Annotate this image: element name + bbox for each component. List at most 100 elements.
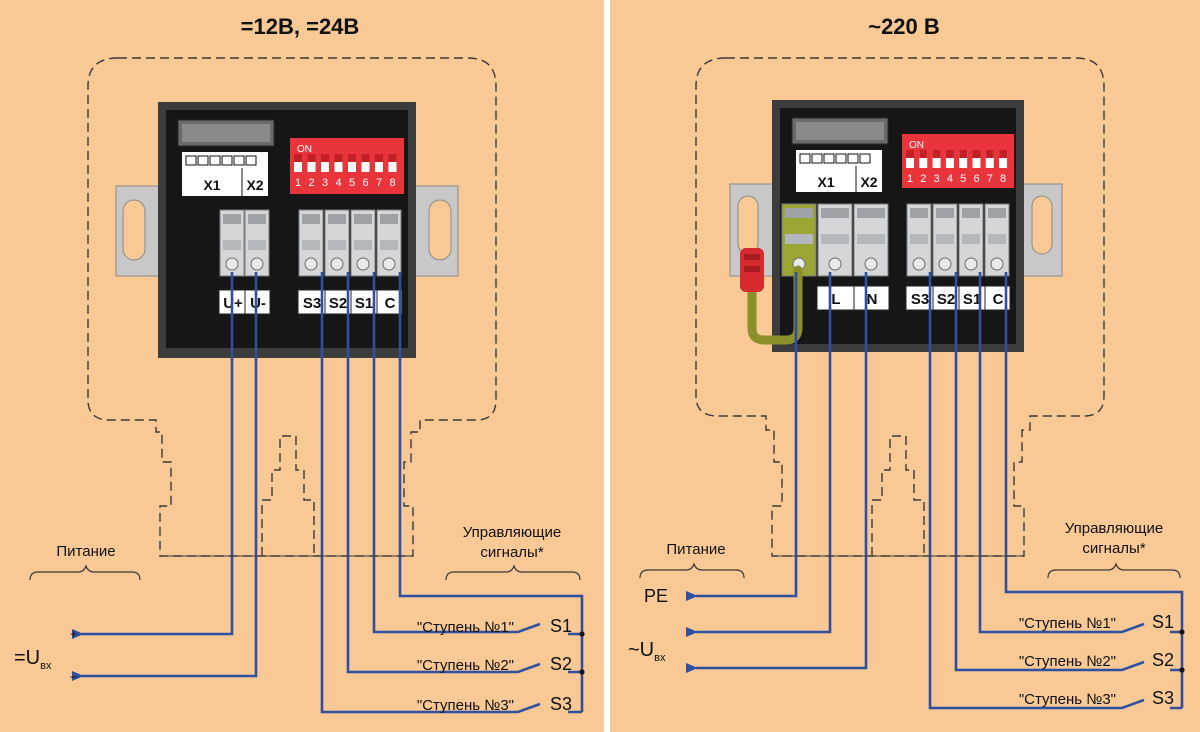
left-terminal <box>324 209 350 277</box>
left-wire-s1 <box>372 272 541 634</box>
right-step-label: "Ступень №1" <box>1019 615 1116 632</box>
left-step-switch-name: S1 <box>550 616 572 636</box>
right-dip-slot[interactable] <box>932 150 941 168</box>
right-terminal-label: S3 <box>911 291 929 308</box>
left-step-label: "Ступень №1" <box>417 619 514 636</box>
left-power-brace <box>29 564 141 581</box>
left-dip-number: 4 <box>335 177 341 189</box>
left-wire-s2 <box>346 272 541 674</box>
right-step-switch-name: S3 <box>1152 688 1174 708</box>
left-step-label: "Ступень №3" <box>417 697 514 714</box>
left-dip-on-label: ON <box>297 144 312 155</box>
right-wire-s1 <box>978 272 1145 634</box>
right-connector-x1x2: X1 X2 <box>791 117 889 192</box>
left-dip-slot[interactable] <box>334 154 343 172</box>
left-wire-common <box>398 272 584 712</box>
left-connector-label-x2: X2 <box>246 177 263 193</box>
left-signals-brace <box>445 564 581 581</box>
right-dip-number: 5 <box>960 173 966 185</box>
left-dip-slot[interactable] <box>361 154 370 172</box>
left-input-voltage-label: =Uвх <box>14 647 52 672</box>
right-junction-dot-2 <box>1179 667 1185 673</box>
left-terminal-label: C <box>385 295 396 312</box>
right-wire-s3 <box>928 272 1145 710</box>
right-wires <box>686 272 1184 710</box>
right-wire-pe <box>686 272 798 601</box>
left-step-switch-name: S3 <box>550 694 572 714</box>
right-signals-brace <box>1047 562 1181 579</box>
left-dip-slot[interactable] <box>348 154 356 172</box>
right-dip-number: 2 <box>920 173 926 185</box>
left-dip-slot[interactable] <box>307 154 316 172</box>
left-dip-number: 3 <box>322 177 328 189</box>
left-minus-sign: – <box>70 669 77 683</box>
right-terminal <box>984 203 1010 277</box>
left-terminal <box>298 209 324 277</box>
right-dip-slot[interactable] <box>906 150 914 168</box>
left-signals-heading-2: сигналы* <box>480 544 544 561</box>
right-step-labels: "Ступень №1"S1"Ступень №2"S2"Ступень №3"… <box>1019 612 1174 708</box>
left-dip-number: 8 <box>389 177 395 189</box>
left-connector-label-x1: X1 <box>203 177 220 193</box>
left-terminal-label: S2 <box>329 295 347 312</box>
left-step-switch-name: S2 <box>550 654 572 674</box>
right-dip-slot[interactable] <box>959 150 968 168</box>
right-dip-number: 1 <box>907 173 913 185</box>
right-wire-s2 <box>954 272 1145 672</box>
right-dip-slot[interactable] <box>919 150 928 168</box>
left-dip-slot[interactable] <box>388 154 397 172</box>
right-terminal-label-strip <box>816 285 890 311</box>
left-mount-ear-left <box>115 185 161 277</box>
right-terminal-label-strip <box>905 285 1011 311</box>
right-terminal-label: C <box>993 291 1004 308</box>
left-junction-dot-2 <box>579 669 585 675</box>
right-connector-label-x2: X2 <box>860 174 877 190</box>
left-title: =12В, =24В <box>241 14 360 39</box>
left-connector-x1x2: X1 X2 <box>177 119 275 196</box>
left-dip-slot[interactable] <box>294 154 302 172</box>
left-wire-uplus <box>72 272 234 639</box>
right-terminal <box>906 203 932 277</box>
left-plus-sign: + <box>70 627 77 641</box>
right-terminal <box>958 203 984 277</box>
left-wire-s3 <box>320 272 541 714</box>
left-dip-slot[interactable] <box>321 154 329 172</box>
right-terminal-label: S2 <box>937 291 955 308</box>
left-dip-number: 1 <box>295 177 301 189</box>
left-wires <box>72 272 584 714</box>
right-wire-common <box>1004 272 1184 708</box>
left-dip-number: 5 <box>349 177 355 189</box>
left-dip-number: 2 <box>308 177 314 189</box>
right-dip-slot[interactable] <box>972 150 981 168</box>
right-title: ~220 В <box>868 14 940 39</box>
right-power-heading: Питание <box>666 541 725 558</box>
right-dip-number: 8 <box>1000 173 1006 185</box>
right-input-voltage-label: ~Uвх <box>628 639 666 664</box>
left-power-heading: Питание <box>56 543 115 560</box>
right-panel: ~220 В X1 X2 ON <box>628 14 1185 710</box>
right-dip-slot[interactable] <box>945 150 954 168</box>
right-terminal <box>817 203 853 277</box>
right-dip-slot[interactable] <box>999 150 1008 168</box>
left-wire-uminus <box>72 272 258 681</box>
right-mount-ear-left <box>729 183 777 277</box>
left-dip-number: 6 <box>362 177 368 189</box>
left-dip-slot[interactable] <box>375 154 383 172</box>
right-step-label: "Ступень №2" <box>1019 653 1116 670</box>
left-step-label: "Ступень №2" <box>417 657 514 674</box>
right-terminal <box>932 203 958 277</box>
right-connector-label-x1: X1 <box>817 174 834 190</box>
right-dip-slot[interactable] <box>985 150 994 168</box>
left-signals-heading-1: Управляющие <box>463 524 561 541</box>
left-terminal-label-strip <box>297 289 403 315</box>
right-dip-number: 6 <box>973 173 979 185</box>
left-terminal-label: S1 <box>355 295 373 312</box>
right-wire-l <box>686 272 832 637</box>
right-signals-heading-2: сигналы* <box>1082 540 1146 557</box>
right-dip-number: 7 <box>987 173 993 185</box>
